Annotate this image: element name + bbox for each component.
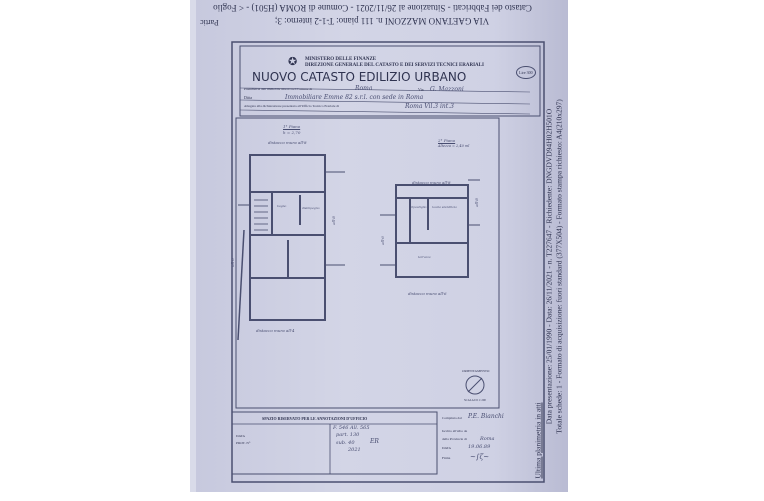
row1-via-label: Via bbox=[418, 87, 424, 92]
orientation-label: ORIENTAMENTO bbox=[462, 369, 490, 373]
compiled-label: Compilata dal bbox=[442, 416, 462, 420]
side-caption-line2: Totale schede: 1 - Formato di acquisizio… bbox=[554, 99, 564, 434]
right-left-label: all'6 bbox=[379, 236, 385, 245]
row1-value: Roma bbox=[355, 85, 373, 92]
office-note-2: part. 130 bbox=[336, 432, 360, 438]
province-label: della Provincia di bbox=[442, 437, 467, 441]
office-note-3: sub. 40 bbox=[336, 440, 355, 446]
office-prot-label: PROT. N° bbox=[236, 441, 251, 445]
right-height-label: Altezza = 2,40 ml bbox=[438, 144, 470, 148]
left-height-label: h = 2,70 bbox=[283, 130, 301, 135]
left-floor-label: 1° Piano bbox=[283, 124, 301, 129]
side-caption-line3: Ultima planimetria in atti bbox=[533, 402, 543, 479]
document-sheet bbox=[196, 0, 568, 492]
right-bottom-distance: distacco mura all'6 bbox=[408, 291, 447, 296]
row2-value: Immobiliare Emme 82 s.r.l. con sede in R… bbox=[285, 94, 424, 101]
direction-label: DIREZIONE GENERALE DEL CATASTO E DEI SER… bbox=[305, 63, 484, 68]
stairs-icon bbox=[254, 199, 268, 231]
ministry-label: MINISTERO DELLE FINANZE bbox=[305, 57, 377, 62]
office-note-1: F. 546 All. 565 bbox=[333, 425, 370, 431]
left-top-distance: distacco mura all'8 bbox=[268, 140, 307, 145]
stamp-badge: Lire 300 bbox=[516, 66, 536, 79]
row3-value: Roma Vil.3 int.3 bbox=[405, 103, 454, 110]
signature-icon: ~∫ζ~ bbox=[470, 453, 490, 461]
outer-frame bbox=[231, 41, 545, 483]
right-floor-label: 2° Piano bbox=[438, 138, 456, 143]
compiler-date-value: 19.06.89 bbox=[468, 444, 491, 450]
left-floor-plan bbox=[237, 154, 345, 341]
drawing-frame bbox=[235, 117, 500, 409]
left-room-disimpegno: disimpegno bbox=[302, 206, 320, 210]
orientation-compass-icon bbox=[465, 375, 485, 395]
row3-label: Allegata alla dichiarazione presentata a… bbox=[244, 104, 340, 108]
document-title: NUOVO CATASTO EDILIZIO URBANO bbox=[252, 70, 467, 84]
right-room-stenditoio: locale stenditoio bbox=[432, 205, 458, 209]
right-room-ripostiglio: ripostiglio bbox=[411, 205, 427, 209]
row2-label: Ditta bbox=[244, 95, 252, 100]
left-room-bagno: bagno bbox=[277, 204, 287, 208]
right-floor-plan bbox=[380, 179, 480, 278]
signature-label: Firma bbox=[442, 456, 451, 460]
row1-via-value: G. Mazzoni bbox=[430, 86, 464, 93]
right-side-label: all'8 bbox=[473, 198, 479, 207]
left-far-label: all'6 bbox=[229, 258, 235, 267]
office-note-4: 2021 bbox=[348, 447, 361, 453]
side-caption-line1: Data presentazione: 25/01/1990 - Data: 2… bbox=[544, 108, 554, 425]
emblem-icon: ✪ bbox=[288, 56, 298, 68]
compiled-value: P.E. Bianchi bbox=[468, 413, 504, 420]
office-box-frame bbox=[231, 411, 438, 475]
office-box-title: SPAZIO RISERVATO PER LE ANNOTAZIONI D'UF… bbox=[262, 416, 368, 421]
row1-label: Planimetria dell'immobile situato nel Co… bbox=[244, 87, 312, 91]
left-side-label: all'8 bbox=[330, 216, 336, 225]
office-note-5: ER bbox=[370, 438, 379, 445]
province-value: Roma bbox=[480, 436, 495, 442]
left-bottom-distance: distacco mura all'4 bbox=[256, 328, 295, 333]
enrolled-label: Iscritto all'albo de bbox=[442, 429, 468, 433]
right-room-terrazza: terrazza bbox=[418, 255, 431, 259]
header-frame bbox=[239, 45, 541, 117]
office-date-label: DATA bbox=[236, 434, 246, 438]
right-top-distance: distacco mura all'8 bbox=[412, 180, 451, 185]
scale-label: SCALA DI 1: 200 bbox=[464, 398, 486, 402]
compiler-date-label: DATA bbox=[442, 446, 452, 450]
